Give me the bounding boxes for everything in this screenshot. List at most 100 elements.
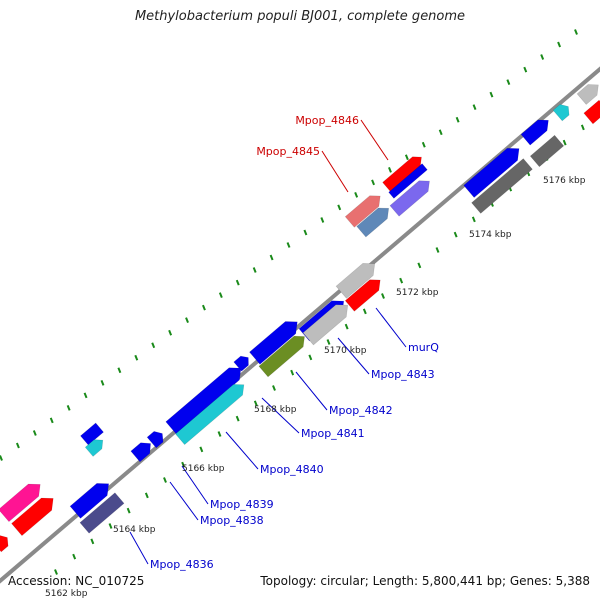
dot-track-upper [0, 455, 3, 461]
dot-track-upper [404, 154, 409, 161]
dot-track-upper [15, 442, 20, 449]
dot-track-upper [388, 166, 392, 173]
gene-feature-mpop_4842[interactable] [175, 379, 249, 446]
dot-track-lower [144, 492, 149, 499]
leader-mpop_4840 [225, 431, 259, 470]
gene-feature-22[interactable] [388, 163, 428, 199]
tick-labels: 5162 kbp 5164 kbp 5166 kbp 5168 kbp 5170 kbp… [45, 176, 586, 599]
gene-label-mpop_4845[interactable]: Mpop_4845 [256, 145, 320, 158]
dot-track-upper [286, 242, 291, 248]
gene-label-mpop_4836[interactable]: Mpop_4836 [150, 558, 214, 571]
dot-track-upper [506, 79, 511, 85]
dot-track-upper [371, 179, 375, 186]
dot-track-upper [134, 354, 139, 361]
dot-track-lower [435, 247, 440, 253]
dot-track-upper [574, 29, 578, 35]
dot-track-upper [523, 66, 528, 73]
dot-track-lower [90, 538, 95, 545]
gene-feature-23[interactable] [389, 176, 434, 217]
dot-track-upper [49, 417, 54, 424]
dot-track-upper [320, 217, 325, 223]
gene-feature-mpop_4845[interactable] [302, 299, 353, 346]
dot-track-lower [471, 216, 476, 223]
gene-feature-1[interactable] [0, 478, 45, 523]
gene-feature-mpop_4838[interactable] [130, 438, 155, 463]
gene-label-mpop_4843[interactable]: Mpop_4843 [371, 368, 435, 381]
gene-feature-28[interactable] [552, 101, 573, 122]
gene-feature-21[interactable] [382, 153, 426, 192]
tick-label-5166: 5166 kbp [182, 464, 225, 474]
dot-track-lower [126, 507, 131, 514]
dot-track-upper [540, 54, 545, 60]
gene-feature-30[interactable] [583, 99, 600, 125]
dot-track-lower [362, 308, 367, 315]
leader-murq [375, 307, 407, 348]
gene-feature-20[interactable] [356, 203, 393, 238]
dot-track-upper [83, 392, 88, 399]
label-leaders [129, 119, 407, 565]
leader-mpop_4842 [295, 371, 328, 411]
gene-label-mpop_4840[interactable]: Mpop_4840 [260, 463, 324, 476]
dot-track-upper [489, 91, 494, 98]
leader-mpop_4841 [261, 397, 300, 434]
dot-track-upper [337, 204, 342, 211]
gene-feature-24[interactable] [463, 142, 525, 198]
gene-label-mpop_4838[interactable]: Mpop_4838 [200, 514, 264, 527]
leader-mpop_4846 [360, 119, 389, 161]
gene-feature-mpop_4839[interactable] [146, 428, 167, 449]
gene-label-murq[interactable]: murQ [408, 341, 439, 354]
gene-feature-mpop_4843[interactable] [258, 331, 309, 378]
gene-label-mpop_4842[interactable]: Mpop_4842 [329, 404, 393, 417]
dot-track-upper [354, 192, 359, 198]
gene-feature-murq[interactable] [335, 258, 380, 299]
dot-track-upper [269, 254, 274, 261]
accession-label: Accession: NC_010725 [8, 574, 145, 588]
dot-track-upper [185, 317, 189, 324]
gene-feature-25[interactable] [471, 158, 533, 214]
gene-feature-29[interactable] [576, 80, 600, 105]
gene-feature-4[interactable] [69, 478, 114, 519]
leader-mpop_4845 [321, 150, 349, 193]
dot-track-upper [202, 304, 206, 311]
tick-label-5174: 5174 kbp [469, 230, 512, 240]
dot-track-lower [399, 277, 404, 284]
gene-feature-12[interactable] [233, 353, 252, 372]
gene-feature-mpop_4836[interactable] [79, 492, 125, 534]
tick-label-5170: 5170 kbp [324, 346, 367, 356]
gene-feature-8[interactable] [80, 422, 104, 446]
gene-feature-13[interactable] [249, 316, 303, 365]
gene-feature-2[interactable] [11, 492, 59, 537]
gene-feature-mpop_4846[interactable] [344, 191, 385, 228]
dot-track-lower [344, 323, 349, 330]
tick-label-5162: 5162 kbp [45, 589, 88, 599]
gene-feature-18[interactable] [344, 275, 385, 312]
gene-feature-mpop_4841[interactable] [165, 362, 246, 435]
dot-track-lower [290, 369, 295, 376]
gene-feature-3[interactable] [0, 532, 12, 553]
leader-mpop_4839 [181, 465, 209, 505]
dot-track-upper [117, 367, 122, 374]
tick-label-5168: 5168 kbp [254, 405, 297, 415]
gene-feature-27[interactable] [529, 134, 565, 168]
dot-track-lower [181, 461, 186, 468]
dot-track-lower [417, 262, 422, 269]
dot-track-lower [253, 400, 258, 407]
dot-track-upper [100, 379, 105, 386]
gene-label-mpop_4841[interactable]: Mpop_4841 [301, 427, 365, 440]
dot-track-lower [272, 385, 276, 391]
gene-label-mpop_4846[interactable]: Mpop_4846 [295, 114, 359, 127]
gene-label-mpop_4839[interactable]: Mpop_4839 [210, 498, 274, 511]
gene-feature-mpop_4840[interactable] [84, 436, 106, 457]
dot-track-upper [252, 267, 257, 273]
dot-track-upper [472, 104, 477, 111]
dot-track-upper [421, 141, 426, 148]
gene-feature-26[interactable] [520, 115, 553, 146]
tick-label-5164: 5164 kbp [113, 525, 156, 535]
dot-track-lower [381, 293, 385, 299]
leader-mpop_4838 [169, 481, 199, 521]
dot-track-upper [557, 41, 562, 48]
dot-track-upper [218, 292, 223, 298]
dot-track-lower [562, 139, 567, 146]
